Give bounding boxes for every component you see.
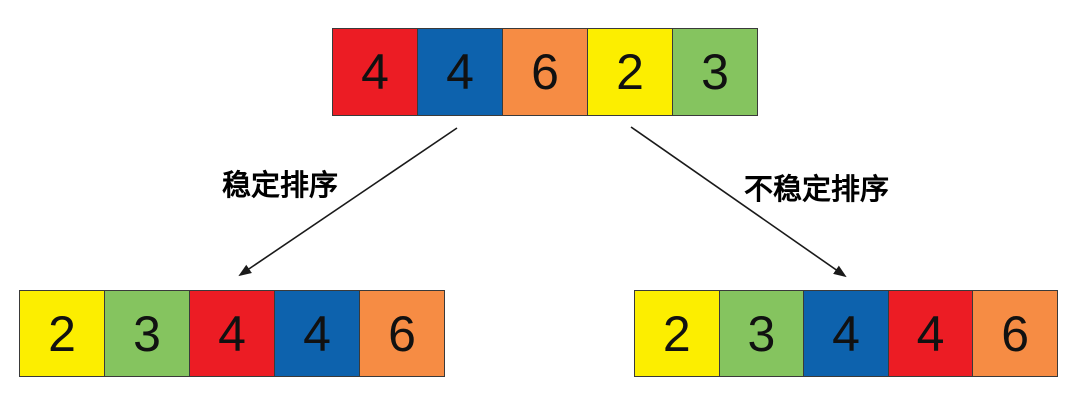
array-cell-orange: 6 — [972, 290, 1058, 377]
unstable-sort-label: 不稳定排序 — [744, 174, 890, 206]
array-cell-yellow: 2 — [587, 28, 673, 116]
array-cell-orange: 6 — [502, 28, 588, 116]
array-cell-red: 4 — [887, 290, 974, 377]
array-cell-green: 3 — [104, 290, 190, 377]
array-cell-yellow: 2 — [19, 290, 105, 377]
array-cell-yellow: 2 — [634, 290, 720, 377]
array-cell-green: 3 — [718, 290, 805, 377]
array-cell-red: 4 — [332, 28, 418, 116]
stable-sort-label: 稳定排序 — [222, 170, 339, 202]
array-cell-blue: 4 — [274, 290, 360, 377]
array-cell-blue: 4 — [417, 28, 503, 116]
array-cell-red: 4 — [189, 290, 275, 377]
array-cell-blue: 4 — [803, 290, 889, 377]
array-cell-green: 3 — [672, 28, 758, 116]
array-cell-orange: 6 — [359, 290, 445, 377]
